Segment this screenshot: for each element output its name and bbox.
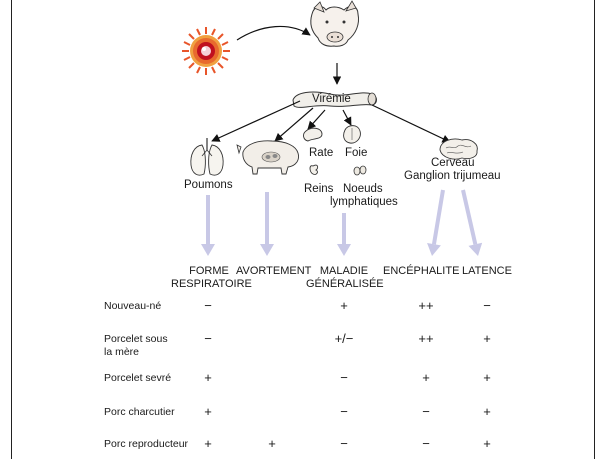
- brain-label: Cerveau: [431, 157, 475, 169]
- table-cell: −: [340, 370, 348, 385]
- row-label-line: Porcelet sevré: [104, 372, 172, 384]
- row-label-line: la mère: [104, 346, 140, 358]
- row-label: Porc reproducteur: [104, 438, 188, 451]
- table-cell: −: [340, 404, 348, 419]
- arrow-to-abortion: [260, 192, 274, 256]
- table-cell: −: [483, 298, 491, 313]
- figure-frame: [11, 0, 595, 459]
- table-cell: +/−: [334, 331, 354, 346]
- viremia-label: Virémie: [312, 93, 351, 105]
- arrow-to-respiratory: [201, 195, 215, 256]
- column-header-avortement: AVORTEMENT: [236, 265, 312, 277]
- arrow-to-generalised: [337, 213, 351, 256]
- arrow-to-encephalitis: [427, 189, 445, 256]
- lymph-nodes-label-2: lymphatiques: [330, 196, 398, 208]
- outcome-arrows: [201, 189, 483, 256]
- table-cell: +: [340, 298, 348, 313]
- spleen-label: Rate: [309, 147, 334, 159]
- table-cell: ++: [418, 331, 434, 346]
- row-label-line: Porc reproducteur: [104, 438, 189, 450]
- table-cell: +: [422, 370, 430, 385]
- row-label-line: Nouveau-né: [104, 300, 162, 312]
- table-cell: −: [422, 436, 430, 451]
- lungs-icon: [190, 138, 224, 176]
- brain-icon: [439, 138, 478, 160]
- row-label-line: Porc charcutier: [104, 406, 175, 418]
- column-header-latence: LATENCE: [462, 265, 512, 277]
- arrow-to-latency: [461, 189, 483, 256]
- table-cell: −: [204, 331, 212, 346]
- row-label: Porcelet sevré: [104, 372, 171, 385]
- pig-head-icon: [310, 0, 359, 47]
- table-cell: +: [204, 436, 212, 451]
- table-cell: +: [204, 404, 212, 419]
- spleen-icon: [303, 127, 323, 142]
- kidney-label: Reins: [304, 183, 334, 195]
- table-cell: +: [483, 370, 491, 385]
- column-header-encephalite: ENCÉPHALITE: [383, 265, 460, 277]
- virus-icon: [182, 27, 230, 75]
- blood-vessel-icon: [292, 91, 377, 108]
- liver-icon: [343, 125, 361, 144]
- table-cell: +: [204, 370, 212, 385]
- lymph-nodes-label-1: Noeuds: [343, 183, 383, 195]
- kidney-icon: [309, 164, 319, 175]
- table-cell: +: [483, 404, 491, 419]
- table-cell: +: [268, 436, 276, 451]
- table-cell: ++: [418, 298, 434, 313]
- table-cell: −: [340, 436, 348, 451]
- row-label: Porc charcutier: [104, 406, 175, 419]
- table-cell: −: [422, 404, 430, 419]
- lymph-nodes-icon: [353, 165, 367, 176]
- table-cell: −: [204, 298, 212, 313]
- table-cell: +: [483, 436, 491, 451]
- row-label: Nouveau-né: [104, 300, 161, 313]
- table-cell: +: [483, 331, 491, 346]
- row-label-line: Porcelet sous: [104, 333, 168, 345]
- trigeminal-ganglion-label: Ganglion trijumeau: [404, 170, 501, 182]
- lungs-label: Poumons: [184, 179, 233, 191]
- liver-label: Foie: [345, 147, 368, 159]
- pregnant-sow-icon: [236, 140, 299, 175]
